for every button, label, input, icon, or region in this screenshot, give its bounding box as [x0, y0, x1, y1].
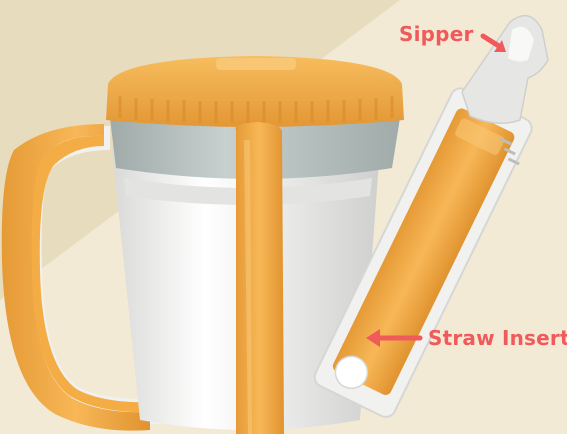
orange-lid — [106, 56, 404, 127]
straw-insert-label: Straw Insert — [428, 326, 567, 350]
center-handle — [235, 122, 284, 434]
sipper-label: Sipper — [399, 22, 474, 46]
